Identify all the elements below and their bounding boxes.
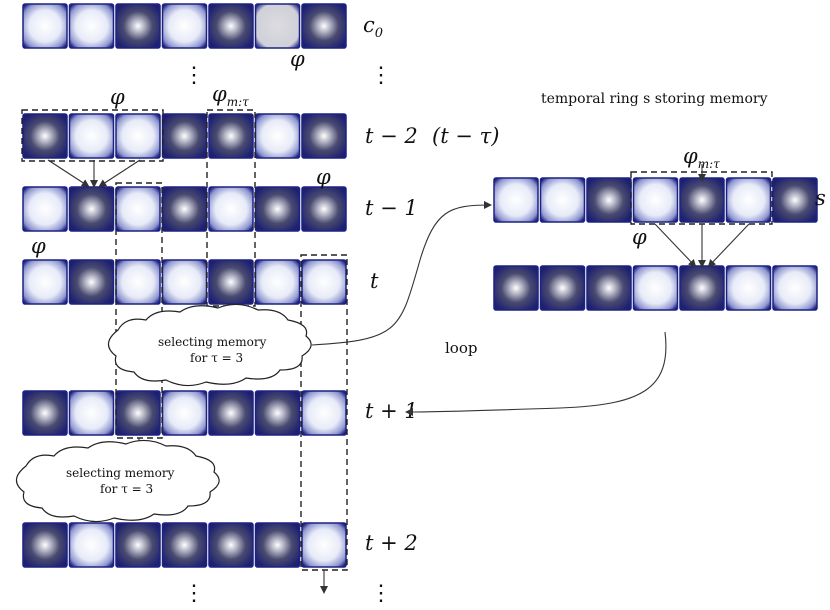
ring-row1-cell2-dark bbox=[586, 265, 632, 311]
label-t-minus-2: t − 2 bbox=[365, 124, 418, 148]
ring-title: temporal ring s storing memory bbox=[541, 91, 768, 107]
left-row1-cell0-dark bbox=[22, 113, 68, 159]
left-row4-cell3-light bbox=[161, 390, 208, 436]
ring-row1-cell5-light bbox=[725, 265, 772, 311]
left-cell-rows bbox=[22, 3, 347, 568]
left-row5-cell0-dark bbox=[22, 522, 68, 568]
vdots-right-top: ⋮ bbox=[370, 63, 392, 88]
ring-row1-cell6-light bbox=[772, 265, 818, 311]
left-row0-cell3-light bbox=[161, 3, 208, 49]
right-cell-rows bbox=[493, 177, 818, 311]
left-row1-cell4-dark bbox=[208, 113, 254, 159]
cloud-selecting-memory-1: selecting memory for τ = 3 bbox=[107, 303, 312, 387]
label-t-minus-1: t − 1 bbox=[365, 196, 418, 220]
left-row2-cell5-dark bbox=[254, 186, 301, 232]
left-row3-cell4-dark bbox=[208, 259, 254, 305]
dashed-box-phi-neighborhood bbox=[21, 109, 164, 162]
ring-row0-cell5-light bbox=[725, 177, 772, 223]
arrow-cloud-to-ring bbox=[311, 201, 492, 346]
label-c0: c0 bbox=[363, 13, 383, 41]
ring-row1-cell0-dark bbox=[493, 265, 539, 311]
label-t-minus-tau: (t − τ) bbox=[432, 124, 499, 148]
ring-row1-cell3-light bbox=[632, 265, 679, 311]
cloud2-line1: selecting memory bbox=[66, 466, 175, 480]
dashed-box-memory-column bbox=[206, 109, 256, 307]
label-t-plus-1: t + 1 bbox=[365, 399, 418, 423]
left-row4-cell2-dark bbox=[115, 390, 161, 436]
left-row0-cell0-light bbox=[22, 3, 68, 49]
left-row3-cell2-light bbox=[115, 259, 161, 305]
left-row4-cell0-dark bbox=[22, 390, 68, 436]
loop-label: loop bbox=[445, 339, 477, 357]
left-row5-cell4-dark bbox=[208, 522, 254, 568]
label-t-plus-2: t + 2 bbox=[365, 531, 418, 555]
left-row5-cell1-light bbox=[68, 522, 115, 568]
left-row1-cell5-light bbox=[254, 113, 301, 159]
phi-m-tau-right: φm:τ bbox=[683, 144, 720, 171]
left-row1-cell3-dark bbox=[161, 113, 208, 159]
left-row5-cell3-dark bbox=[161, 522, 208, 568]
ring-row0-cell3-light bbox=[632, 177, 679, 223]
left-row3-cell3-light bbox=[161, 259, 208, 305]
vdots-left-bottom: ⋮ bbox=[183, 581, 205, 606]
left-row2-cell1-dark bbox=[68, 186, 115, 232]
left-row4-cell4-dark bbox=[208, 390, 254, 436]
phi-label-c0: φ bbox=[290, 47, 305, 71]
ring-row0-cell6-dark bbox=[772, 177, 818, 223]
left-row0-cell6-dark bbox=[301, 3, 347, 49]
ring-row0-cell0-light bbox=[493, 177, 539, 223]
arrow-phi-left bbox=[47, 159, 90, 188]
arrow-ring-right bbox=[707, 223, 750, 268]
phi-label-t: φ bbox=[31, 234, 46, 258]
vdots-right-bottom: ⋮ bbox=[370, 581, 392, 606]
left-row0-cell2-dark bbox=[115, 3, 161, 49]
left-row3-cell5-light bbox=[254, 259, 301, 305]
cloud2-line2: for τ = 3 bbox=[100, 482, 153, 496]
left-row1-cell2-light bbox=[115, 113, 161, 159]
left-row5-cell6-light bbox=[301, 522, 347, 568]
cloud-selecting-memory-2: selecting memory for τ = 3 bbox=[15, 439, 220, 523]
left-row2-cell4-light bbox=[208, 186, 254, 232]
left-row2-cell3-dark bbox=[161, 186, 208, 232]
ring-row1-cell4-dark bbox=[679, 265, 725, 311]
left-row0-cell1-light bbox=[68, 3, 115, 49]
left-row4-cell1-light bbox=[68, 390, 115, 436]
ring-row1-cell1-dark bbox=[539, 265, 586, 311]
left-row4-cell5-dark bbox=[254, 390, 301, 436]
left-row0-cell4-dark bbox=[208, 3, 254, 49]
cloud1-line2: for τ = 3 bbox=[190, 351, 243, 365]
cloud1-line1: selecting memory bbox=[158, 335, 267, 349]
left-row3-cell0-light bbox=[22, 259, 68, 305]
arrow-phi-right bbox=[98, 159, 141, 188]
ring-row0-cell1-light bbox=[539, 177, 586, 223]
left-row5-cell5-dark bbox=[254, 522, 301, 568]
ring-row0-cell2-dark bbox=[586, 177, 632, 223]
label-s: s bbox=[815, 186, 826, 210]
arrow-ring-left bbox=[654, 223, 697, 268]
phi-label-tm2: φ bbox=[110, 85, 125, 109]
left-row2-cell0-light bbox=[22, 186, 68, 232]
phi-label-tm1: φ bbox=[316, 165, 331, 189]
left-row5-cell2-dark bbox=[115, 522, 161, 568]
left-row3-cell1-dark bbox=[68, 259, 115, 305]
phi-label-ring: φ bbox=[632, 225, 647, 249]
left-row0-cell5-gray bbox=[254, 3, 301, 49]
left-row3-cell6-light bbox=[301, 259, 347, 305]
left-row2-cell6-dark bbox=[301, 186, 347, 232]
label-t: t bbox=[370, 269, 379, 293]
arrow-loop-back bbox=[405, 331, 667, 416]
left-row1-cell6-dark bbox=[301, 113, 347, 159]
left-row2-cell2-light bbox=[115, 186, 161, 232]
left-row1-cell1-light bbox=[68, 113, 115, 159]
phi-m-tau-left: φm:τ bbox=[212, 82, 249, 109]
left-row4-cell6-light bbox=[301, 390, 347, 436]
ring-row0-cell4-dark bbox=[679, 177, 725, 223]
vdots-left-top: ⋮ bbox=[183, 63, 205, 88]
